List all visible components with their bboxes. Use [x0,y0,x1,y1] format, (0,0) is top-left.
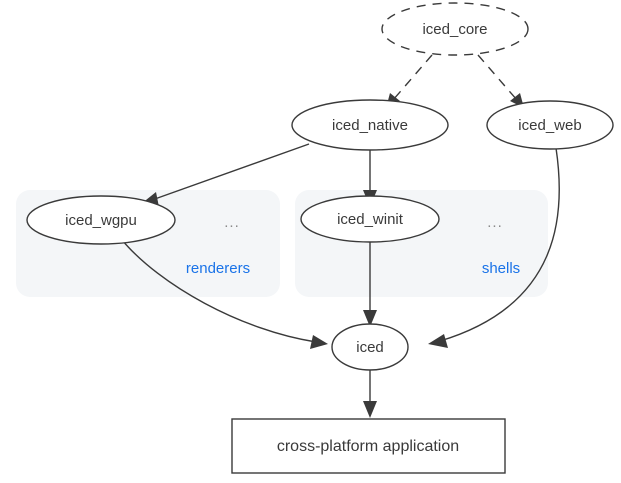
node-iced-native-label: iced_native [332,117,408,134]
node-iced-core-label: iced_core [422,21,487,38]
edge-iced-to-application [363,370,377,418]
node-iced-web[interactable]: iced_web [486,100,614,150]
edge-iced-wgpu-to-iced [121,239,328,349]
cluster-renderers-ellipsis: ... [224,214,240,231]
cluster-shells-ellipsis: ... [487,214,503,231]
node-iced-web-label: iced_web [518,117,581,134]
node-cross-platform-application[interactable]: cross-platform application [231,418,506,474]
node-iced-winit-label: iced_winit [337,211,404,228]
edge-iced-core-to-iced-web [477,54,524,108]
cluster-renderers-label: renderers [186,260,250,277]
edge-iced-core-to-iced-native [386,54,433,108]
edge-iced-web-to-iced [428,147,560,348]
node-cross-platform-application-label: cross-platform application [277,438,459,455]
cluster-shells-label: shells [482,260,520,277]
node-iced-native[interactable]: iced_native [291,99,449,151]
node-iced-core[interactable]: iced_core [381,2,529,56]
node-iced-wgpu[interactable]: iced_wgpu [26,195,176,245]
node-iced-label: iced [356,339,384,356]
edge-iced-winit-to-iced [363,242,377,327]
node-iced[interactable]: iced [331,323,409,371]
node-iced-wgpu-label: iced_wgpu [65,212,137,229]
node-iced-winit[interactable]: iced_winit [300,195,440,243]
